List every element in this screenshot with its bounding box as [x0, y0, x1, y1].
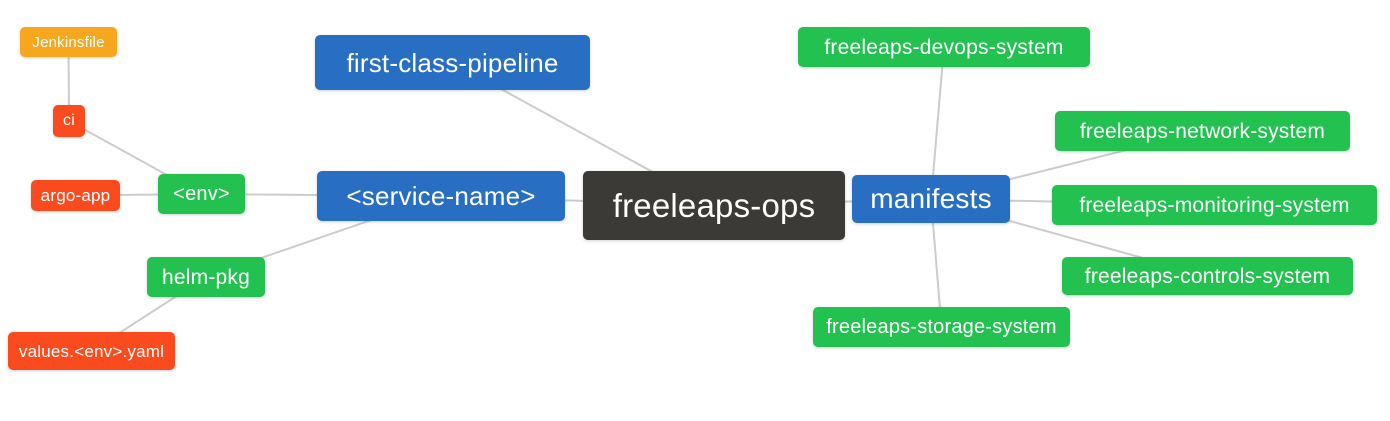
node-monitoring-system[interactable]: freeleaps-monitoring-system [1052, 185, 1377, 225]
node-helm-pkg[interactable]: helm-pkg [147, 257, 265, 297]
node-argo-app[interactable]: argo-app [31, 180, 120, 211]
node-first-class-pipeline[interactable]: first-class-pipeline [315, 35, 590, 90]
node-manifests[interactable]: manifests [852, 175, 1010, 223]
edge-manifests--devops-system [930, 46, 945, 200]
node-jenkinsfile[interactable]: Jenkinsfile [20, 27, 117, 57]
node-freeleaps-ops[interactable]: freeleaps-ops [583, 171, 845, 240]
node-controls-system[interactable]: freeleaps-controls-system [1062, 257, 1353, 295]
node-env[interactable]: <env> [158, 174, 245, 214]
node-devops-system[interactable]: freeleaps-devops-system [798, 27, 1090, 67]
node-values-env-yaml[interactable]: values.<env>.yaml [8, 332, 175, 370]
node-network-system[interactable]: freeleaps-network-system [1055, 111, 1350, 151]
node-service-name[interactable]: <service-name> [317, 171, 565, 221]
node-ci[interactable]: ci [53, 105, 85, 137]
node-storage-system[interactable]: freeleaps-storage-system [813, 307, 1070, 347]
